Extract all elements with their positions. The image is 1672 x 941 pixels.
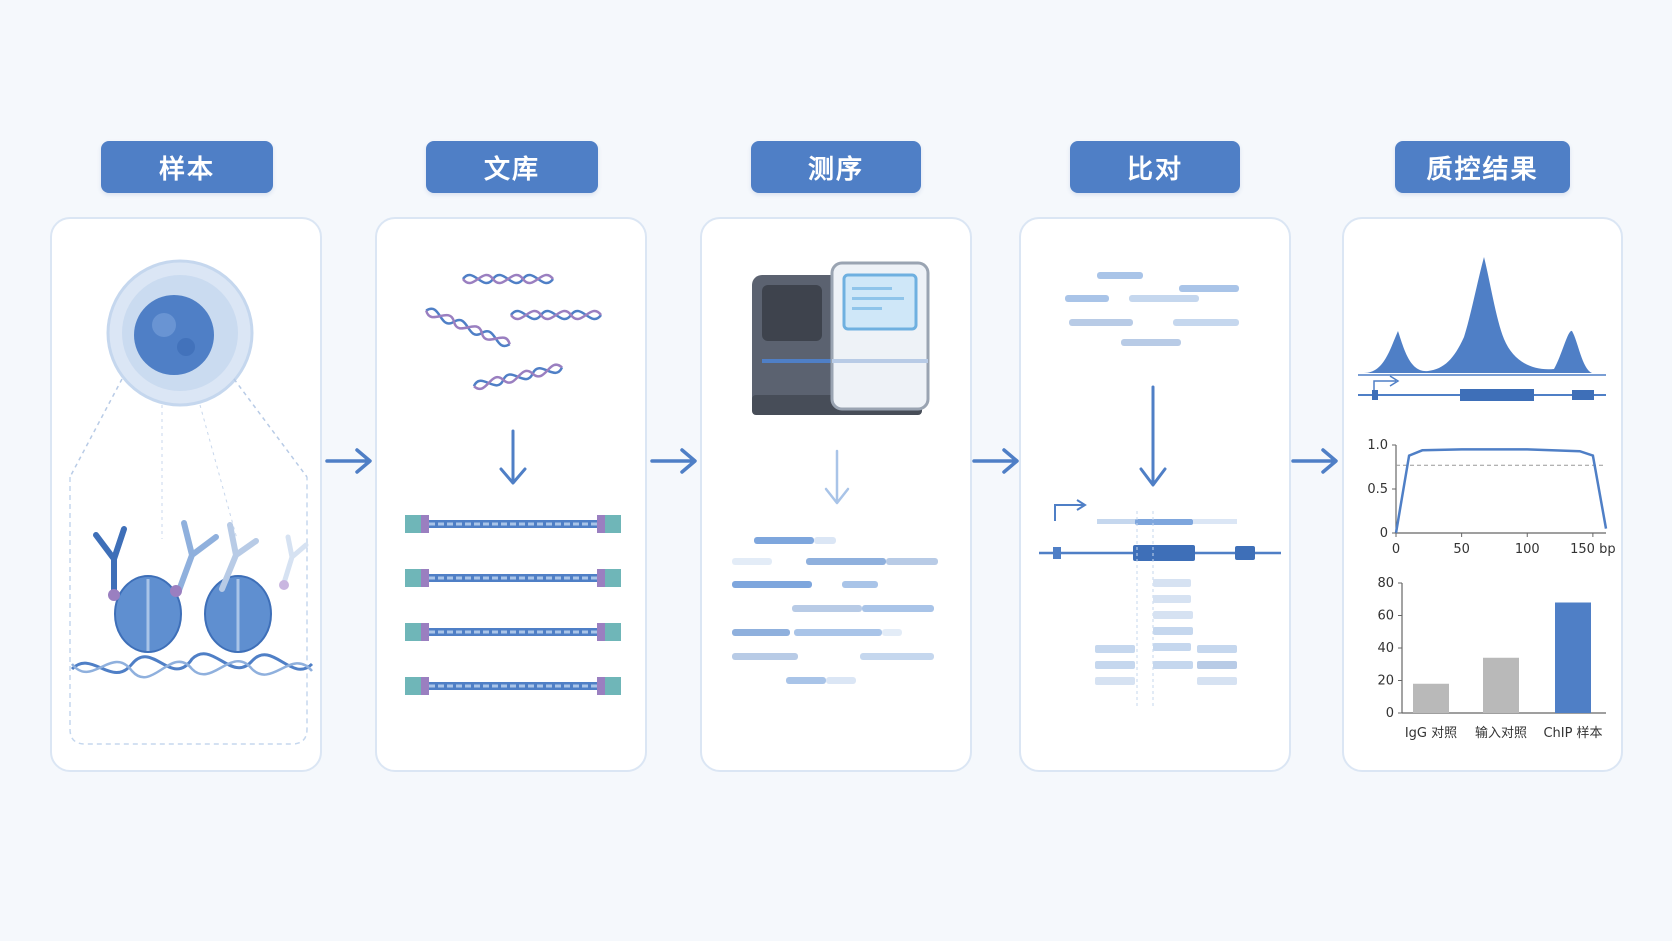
y-tick-label: 0	[1380, 526, 1388, 541]
x-tick-label: 50	[1453, 542, 1470, 557]
library-fragment-icon	[405, 515, 621, 533]
stage-title-qc-results: 质控结果	[1395, 141, 1570, 193]
dna-fragment-icon	[472, 363, 564, 390]
library-fragment-icon	[405, 623, 621, 641]
bar	[1555, 602, 1591, 713]
y-tick-label: 40	[1377, 641, 1394, 656]
sequencing-reads-icon	[732, 537, 938, 684]
x-tick-label: 0	[1392, 542, 1400, 557]
unaligned-reads-icon	[1065, 272, 1239, 346]
panel-qc-results: 0 0.5 1.0 0 50 100 150 bp 0 20 40 60 80 IgG 对照 输入对…	[1342, 217, 1623, 772]
y-tick-label: 0.5	[1367, 482, 1388, 497]
library-illustration	[405, 273, 621, 695]
alignment-illustration	[1039, 272, 1281, 709]
bar	[1483, 657, 1519, 713]
panel-sample	[50, 217, 322, 772]
qc-results-illustration: 0 0.5 1.0 0 50 100 150 bp 0 20 40 60 80 IgG 对照 输入对…	[1358, 257, 1616, 741]
category-label: 输入对照	[1475, 725, 1527, 741]
x-tick-label: 150 bp	[1570, 542, 1615, 557]
sample-illustration	[69, 259, 314, 745]
flow-arrow-icon	[1291, 448, 1338, 474]
bar	[1413, 683, 1449, 713]
y-tick-label: 20	[1377, 674, 1394, 689]
stage-title-alignment: 比对	[1070, 141, 1240, 193]
panel-sequencing	[700, 217, 972, 772]
panel-alignment	[1019, 217, 1291, 772]
sequencer-icon	[752, 261, 930, 415]
category-label: ChIP 样本	[1543, 726, 1602, 741]
peak-signal-icon	[1358, 257, 1606, 401]
antibody-icon	[170, 520, 219, 597]
y-tick-label: 1.0	[1367, 438, 1388, 453]
fragment-quality-line-chart: 0 0.5 1.0 0 50 100 150 bp	[1367, 438, 1615, 557]
library-fragment-icon	[405, 569, 621, 587]
category-label: IgG 对照	[1405, 726, 1457, 741]
flow-arrow-icon	[325, 448, 372, 474]
antibody-icon	[219, 522, 259, 592]
down-arrow-icon	[824, 449, 850, 505]
down-arrow-icon	[499, 429, 527, 485]
panel-library	[375, 217, 647, 772]
stage-title-sample: 样本	[101, 141, 273, 193]
flow-arrow-icon	[972, 448, 1019, 474]
dna-fragment-icon	[509, 309, 603, 321]
read-pileup-icon	[1095, 579, 1237, 685]
enrichment-bar-chart: 0 20 40 60 80 IgG 对照 输入对照 ChIP 样本	[1377, 576, 1606, 741]
down-arrow-icon	[1139, 385, 1167, 487]
y-tick-label: 80	[1377, 576, 1394, 591]
dna-fragment-icon	[424, 307, 511, 348]
stage-title-sequencing: 测序	[751, 141, 921, 193]
dna-fragment-icon	[461, 273, 555, 285]
x-tick-label: 100	[1515, 542, 1540, 557]
y-tick-label: 60	[1377, 609, 1394, 624]
reference-gene-icon	[1039, 499, 1281, 561]
antibody-icon	[93, 526, 127, 601]
nucleus-icon	[134, 295, 214, 375]
y-tick-label: 0	[1386, 706, 1394, 721]
stage-title-library: 文库	[426, 141, 598, 193]
antibody-icon	[279, 534, 309, 590]
sequencing-illustration	[732, 261, 938, 684]
flow-arrow-icon	[650, 448, 697, 474]
library-fragment-icon	[405, 677, 621, 695]
series-line	[1394, 448, 1608, 534]
